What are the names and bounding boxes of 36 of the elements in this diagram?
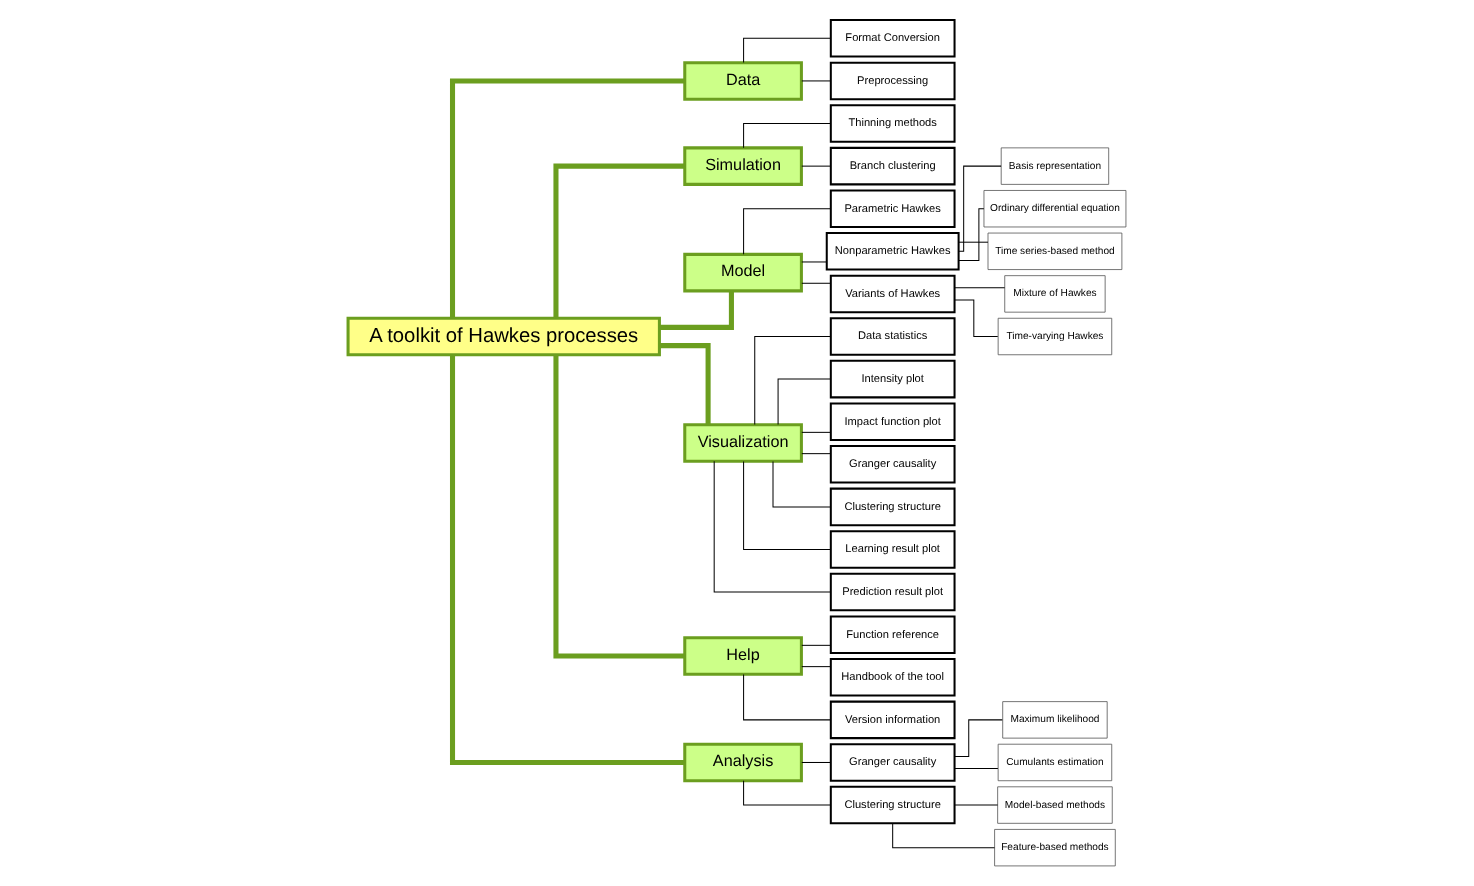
- connector: [801, 165, 832, 167]
- connector: [801, 761, 832, 763]
- connector: [954, 287, 1006, 289]
- connector: [958, 165, 1002, 252]
- connector: [450, 354, 685, 765]
- connector: [801, 666, 832, 668]
- connector: [743, 461, 832, 550]
- connector: [743, 673, 832, 721]
- node-box: Help: [683, 636, 803, 676]
- node-box: A toolkit of Hawkes processes: [346, 316, 661, 357]
- connector: [553, 355, 685, 659]
- connector: [743, 208, 832, 255]
- connector: [801, 282, 832, 284]
- connector: [958, 208, 985, 261]
- node-box: Visualization: [683, 423, 803, 463]
- connector: [954, 719, 1003, 757]
- connector: [801, 453, 832, 455]
- connector: [801, 80, 832, 82]
- connector: [801, 644, 832, 646]
- connector: [754, 336, 832, 425]
- connector: [450, 78, 685, 319]
- node-box: Analysis: [683, 742, 803, 783]
- connector: [954, 804, 999, 806]
- node-box: Model: [683, 252, 803, 293]
- connector: [958, 241, 989, 243]
- connector: [659, 291, 734, 330]
- connector: [772, 460, 832, 508]
- connector: [801, 431, 832, 433]
- connector: [801, 261, 828, 263]
- connector: [954, 768, 999, 770]
- connector: [777, 378, 832, 426]
- node-box: Simulation: [683, 146, 803, 186]
- connector: [553, 163, 685, 318]
- connector: [713, 460, 832, 593]
- connector: [659, 343, 711, 425]
- node-box: Data: [683, 61, 803, 101]
